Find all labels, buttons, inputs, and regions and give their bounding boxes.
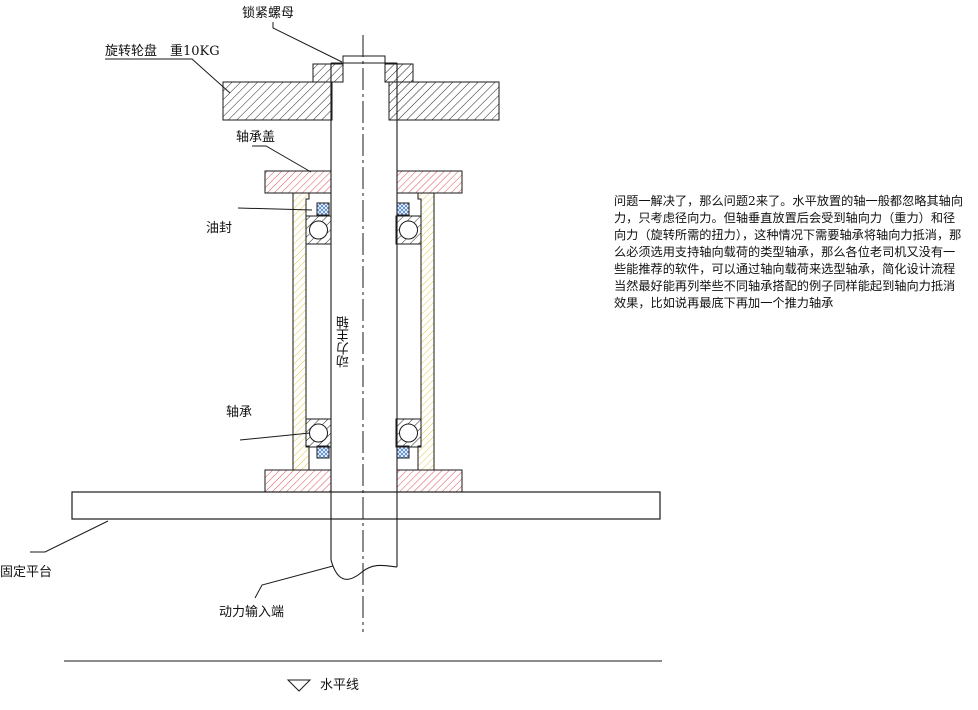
turntable <box>222 81 500 121</box>
fixed-platform <box>71 491 661 520</box>
bearing-top-right <box>395 215 422 245</box>
lock-nut <box>312 63 414 83</box>
main-shaft <box>330 55 398 580</box>
bearing-top-left <box>305 215 332 245</box>
note-paragraph-1: 问题一解决了，那么问题2来了。水平放置的轴一般都忽略其轴向力，只考虑径向力。但轴… <box>614 194 964 276</box>
label-bearing: 轴承 <box>226 405 253 420</box>
label-oil-seal: 油封 <box>206 221 233 236</box>
label-main-shaft: 动力主轴 <box>337 316 352 368</box>
label-horizontal-line: 水平线 <box>320 678 360 693</box>
label-power-input: 动力输入端 <box>219 605 285 620</box>
label-fixed-platform: 固定平台 <box>0 565 53 580</box>
bearing-bottom-left <box>305 418 332 448</box>
label-bearing-cap: 轴承盖 <box>236 130 276 145</box>
level-triangle-icon <box>286 679 312 692</box>
question-note: 问题一解决了，那么问题2来了。水平放置的轴一般都忽略其轴向力，只考虑径向力。但轴… <box>614 193 964 312</box>
note-paragraph-2: 当然最好能再列举些不同轴承搭配的例子同样能起到轴向力抵消效果，比如说再最底下再加… <box>614 279 956 310</box>
leader-lines <box>30 22 343 599</box>
label-turntable: 旋转轮盘 重10KG <box>105 44 220 59</box>
oil-seal <box>316 202 410 459</box>
bearing-bottom-right <box>395 418 422 448</box>
label-lock-nut: 锁紧螺母 <box>242 6 295 21</box>
bearing-cap-top <box>264 170 463 194</box>
